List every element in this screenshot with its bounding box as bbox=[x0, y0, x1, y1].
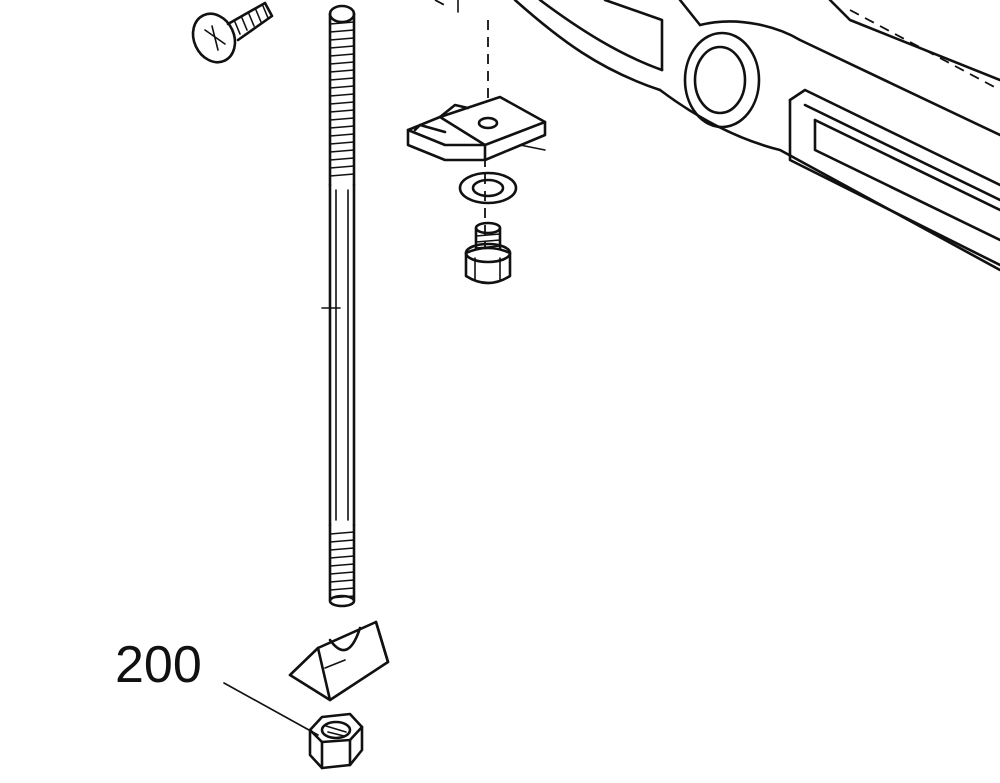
callout-label: 200 bbox=[115, 636, 202, 694]
threaded-rod-icon bbox=[321, 4, 356, 608]
arm-casting bbox=[513, 0, 1000, 272]
hex-nut-icon bbox=[308, 712, 364, 770]
screw-icon bbox=[191, 1, 274, 64]
wedge-block-icon bbox=[288, 620, 390, 702]
cap-screw-icon bbox=[464, 221, 512, 285]
washer-icon bbox=[458, 171, 518, 205]
clip-nut-icon bbox=[406, 95, 547, 162]
callout-200: 200 bbox=[115, 636, 319, 736]
